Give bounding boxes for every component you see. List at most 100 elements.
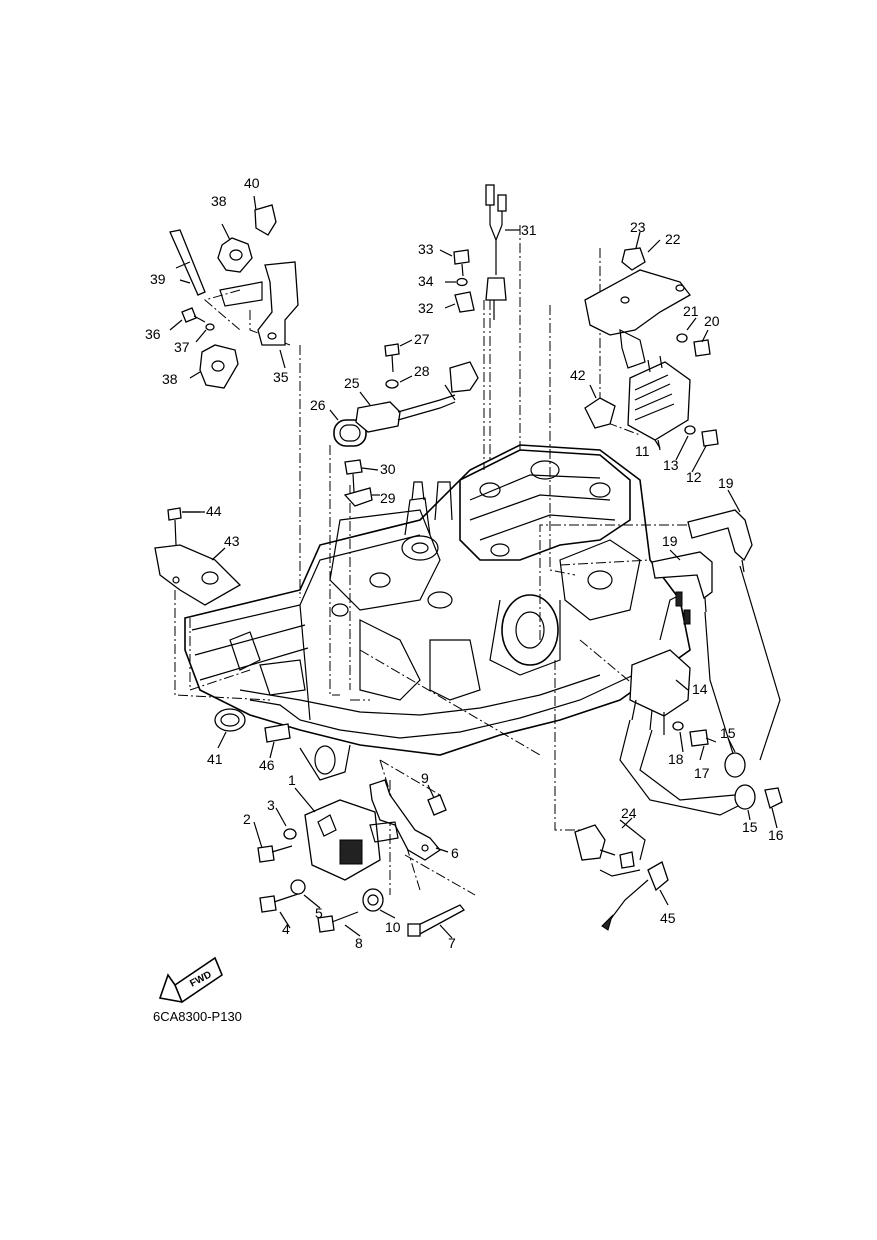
part-2-bolt [257,845,293,863]
part-19-plug-cap-lower [651,551,736,761]
callout-17: 17 [694,765,710,781]
callout-40: 40 [244,175,260,191]
callout-30: 30 [380,461,396,477]
part-34-washer [456,277,468,287]
fwd-direction-arrow: FWD [158,956,223,1004]
callout-19-upper: 19 [718,475,734,491]
part-11-rectifier-regulator [627,355,691,449]
callout-26: 26 [310,397,326,413]
callout-1: 1 [288,772,296,788]
part-45-cap [599,861,669,931]
callout-19-lower: 19 [662,533,678,549]
callout-15-lower: 15 [742,819,758,835]
part-5-collar [290,879,306,895]
part-3-washer [283,828,297,840]
callout-38-upper: 38 [211,193,227,209]
callout-41: 41 [207,751,223,767]
part-38-clamp-lower [189,344,239,389]
callout-46: 46 [259,757,275,773]
part-16-clip [764,787,783,809]
part-15-grommet-upper [724,752,746,778]
part-23-clamp [621,231,646,271]
part-4-bolt [259,893,299,913]
callout-leaders [179,229,778,939]
callout-20: 20 [704,313,720,329]
part-10-grommet [362,888,384,912]
callout-44: 44 [206,503,222,519]
callout-12: 12 [686,469,702,485]
callout-42: 42 [570,367,586,383]
part-28-washer [385,375,413,389]
callout-33: 33 [418,241,434,257]
part-37-washer [195,323,215,343]
callout-28: 28 [414,363,430,379]
part-22-bracket [584,269,691,369]
callout-labels: 1 2 3 4 5 6 7 8 9 10 11 12 13 14 15 15 1… [145,175,784,951]
callout-23: 23 [630,219,646,235]
callout-16: 16 [768,827,784,843]
part-25-connector [355,361,479,433]
fwd-label: FWD [188,969,213,989]
part-44-bolt [167,507,200,546]
callout-18: 18 [668,751,684,767]
callout-34: 34 [418,273,434,289]
callout-14: 14 [692,681,708,697]
callout-39: 39 [150,271,166,287]
callout-43: 43 [224,533,240,549]
part-19-plug-cap-upper [687,509,781,761]
callout-25: 25 [344,375,360,391]
part-21-washer [676,333,688,343]
part-42-clip [584,384,616,429]
callout-6: 6 [451,845,459,861]
callout-36: 36 [145,326,161,342]
callout-9: 9 [421,770,429,786]
part-27-screw [384,339,413,373]
part-33-bolt [453,249,470,277]
part-8-bolt [317,911,359,933]
callout-27: 27 [414,331,430,347]
callout-10: 10 [385,919,401,935]
part-9-collar [427,784,447,816]
callout-13: 13 [663,457,679,473]
part-41-plug [214,708,246,732]
part-30-bolt [344,459,379,493]
part-40-clamp [253,195,277,236]
part-35-bracket [219,261,299,369]
part-39-cable-tie [169,229,206,296]
part-36-bolt [169,307,206,331]
callout-15-upper: 15 [720,725,736,741]
leader-lines [174,225,690,896]
part-26-grommet [329,409,367,447]
callout-3: 3 [267,797,275,813]
callout-2: 2 [243,811,251,827]
part-31-sensor [485,184,507,320]
part-12-bolt [701,429,719,447]
callout-8: 8 [355,935,363,951]
callout-29: 29 [380,490,396,506]
callout-22: 22 [665,231,681,247]
part-38-clamp-upper [217,223,253,273]
part-43-cover [154,544,242,606]
part-15-grommet-lower [734,784,756,810]
part-20-bolt [693,329,711,357]
callout-32: 32 [418,300,434,316]
callout-35: 35 [273,369,289,385]
part-13-washer [684,425,696,435]
callout-31: 31 [521,222,537,238]
callout-5: 5 [315,905,323,921]
callout-24: 24 [621,805,637,821]
callout-4: 4 [282,921,290,937]
callout-21: 21 [683,303,699,319]
part-14-ignition-coil [619,591,751,816]
part-17-bolt [689,729,717,747]
part-46-label [264,723,291,743]
part-6-bracket [369,779,441,861]
part-7-cable-tie [407,904,465,937]
part-24-sensor [574,819,646,869]
callout-38-lower: 38 [162,371,178,387]
figure-code: 6CA8300-P130 [153,1009,242,1024]
part-18-washer [672,721,684,731]
callout-11: 11 [635,443,650,459]
